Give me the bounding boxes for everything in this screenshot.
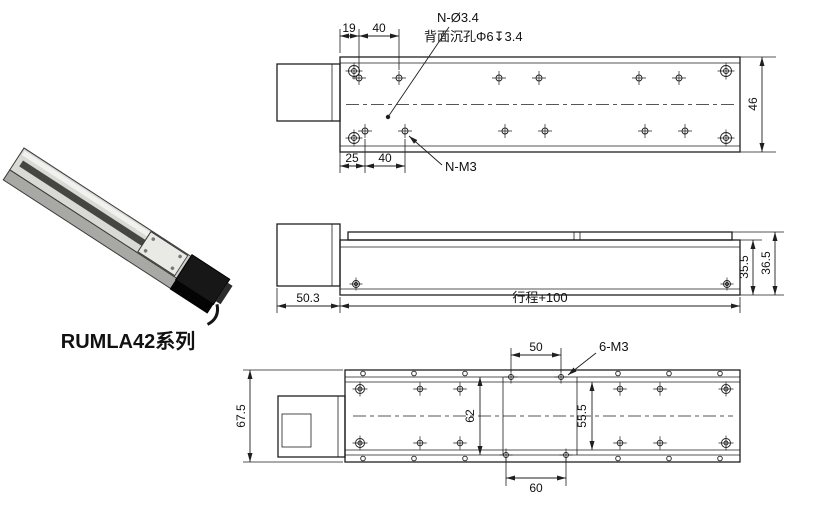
dim-46: 46 bbox=[746, 97, 760, 111]
dim-50-3: 50.3 bbox=[296, 291, 320, 305]
side-view-screws bbox=[349, 277, 734, 291]
motor-end-cap bbox=[215, 282, 233, 305]
dim-40-bottom: 40 bbox=[378, 151, 392, 165]
top-view-body-outline bbox=[339, 56, 741, 153]
dim-55-5: 55.5 bbox=[575, 404, 589, 428]
rail-seal-slot bbox=[19, 160, 176, 266]
bottom-view-band-holes bbox=[360, 370, 723, 462]
counterbore-callout-label: 背面沉孔Φ6↧3.4 bbox=[424, 29, 523, 44]
top-view-mounting-holes bbox=[352, 71, 692, 138]
bottom-view-connector bbox=[281, 413, 312, 448]
series-label: RUMLA42系列 bbox=[61, 330, 195, 353]
product-photo: RUMLA42系列 bbox=[2, 147, 233, 353]
tap-callout-leader bbox=[408, 135, 443, 166]
bottom-view-row-holes bbox=[413, 382, 667, 450]
motor-cable bbox=[206, 304, 220, 326]
dim-19: 19 bbox=[342, 21, 356, 35]
dim-25: 25 bbox=[345, 151, 359, 165]
dim-50: 50 bbox=[529, 340, 543, 354]
top-view: 19 40 25 40 46 N-Ø3.4 背面沉孔Φ6↧3.4 N-M3 bbox=[276, 10, 776, 174]
hole-callout-label: N-Ø3.4 bbox=[437, 10, 479, 25]
bottom-view-corner-screws bbox=[352, 381, 734, 451]
motor-side-face bbox=[169, 279, 214, 314]
bottom-view: 67.5 50 6-M3 62 55.5 60 bbox=[234, 339, 741, 495]
dim-60: 60 bbox=[529, 481, 543, 495]
dim-62: 62 bbox=[463, 409, 477, 423]
bottom-view-motor-outline bbox=[277, 395, 346, 458]
top-view-corner-screws bbox=[345, 62, 735, 147]
tap-callout-leader-bottom bbox=[567, 352, 597, 376]
dim-40-top: 40 bbox=[372, 21, 386, 35]
dim-stroke: 行程+100 bbox=[512, 290, 567, 305]
tap-callout-label-top-view: N-M3 bbox=[445, 159, 477, 174]
side-view: 50.3 行程+100 35.5 36.5 bbox=[276, 223, 784, 313]
top-view-motor-outline bbox=[276, 63, 341, 122]
hole-callout-leader bbox=[387, 26, 450, 118]
tap-callout-label-bottom-view: 6-M3 bbox=[599, 339, 629, 354]
dim-67-5: 67.5 bbox=[234, 404, 248, 428]
side-view-table-plate bbox=[347, 231, 733, 241]
dim-35-5: 35.5 bbox=[737, 255, 751, 279]
side-view-body-outline bbox=[339, 239, 741, 296]
dim-36-5: 36.5 bbox=[759, 251, 773, 275]
side-view-motor-outline bbox=[276, 223, 341, 287]
